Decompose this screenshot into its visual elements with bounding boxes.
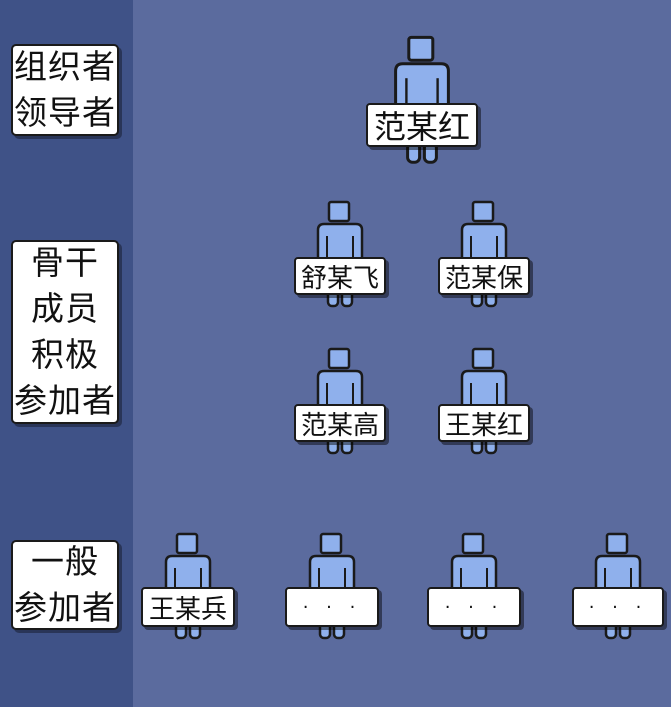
person-core-4: 王某红 [438,347,530,457]
name-sign: 范某红 [366,103,478,147]
person-general-2: · · · [285,532,379,642]
tier-label-line: 成员 [31,289,99,328]
name-sign: 王某红 [438,404,530,442]
name-sign: 王某兵 [141,587,235,627]
person-leader: 范某红 [366,35,478,167]
person-general-1: 王某兵 [141,532,235,642]
name-sign: 范某保 [438,257,530,295]
person-core-1: 舒某飞 [294,200,386,310]
name-sign: 舒某飞 [294,257,386,295]
tier-label-general: 一般 参加者 [11,540,119,630]
person-general-4: · · · [572,532,664,642]
name-sign: · · · [285,587,379,627]
name-sign: · · · [572,587,664,627]
tier-label-line: 领导者 [14,93,116,132]
person-general-3: · · · [427,532,521,642]
tier-label-line: 参加者 [14,381,116,420]
person-core-2: 范某保 [438,200,530,310]
tier-label-line: 积极 [31,335,99,374]
name-sign: · · · [427,587,521,627]
name-sign: 范某高 [294,404,386,442]
tier-label-line: 参加者 [14,588,116,627]
tier-label-core: 骨干 成员 积极 参加者 [11,240,119,424]
tier-label-leaders: 组织者 领导者 [11,44,119,136]
tier-label-line: 骨干 [31,243,99,282]
person-core-3: 范某高 [294,347,386,457]
tier-label-line: 组织者 [14,47,116,86]
tier-label-line: 一般 [31,542,99,581]
